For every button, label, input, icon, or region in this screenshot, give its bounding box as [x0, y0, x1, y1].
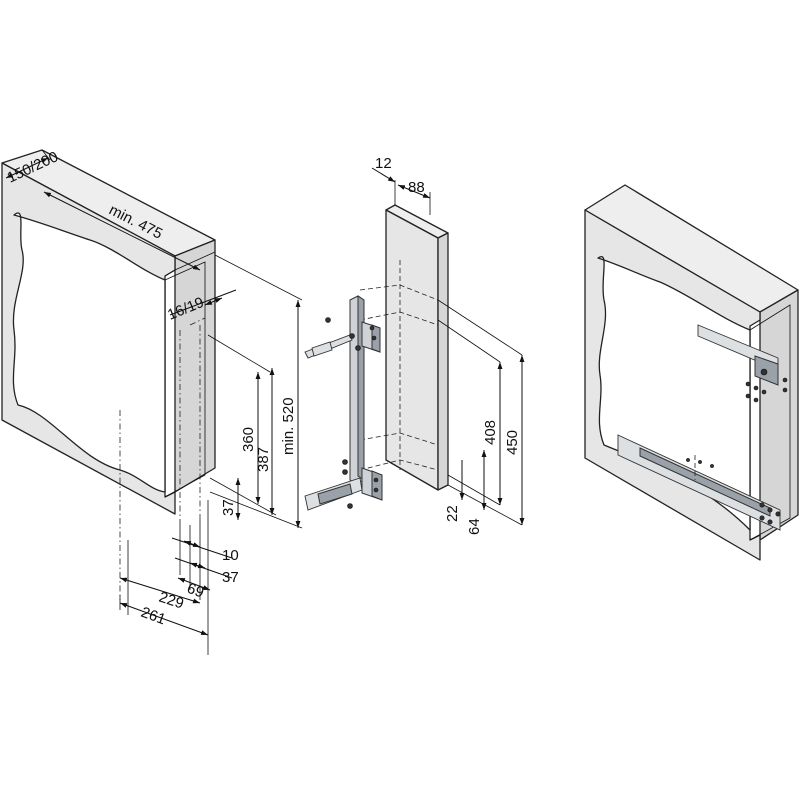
installed-view	[584, 184, 799, 561]
cabinet-notch	[164, 251, 216, 277]
screw-icon	[698, 460, 702, 464]
extension-line	[447, 474, 501, 506]
dim-line-150-200	[5, 157, 49, 179]
screw-icon	[710, 464, 714, 468]
label-408: 408	[482, 420, 499, 445]
label-450: 450	[504, 430, 521, 455]
screw-icon	[759, 502, 765, 508]
extension-line	[41, 149, 51, 161]
cabinet-inner-edge	[164, 261, 206, 498]
screws-lower	[686, 458, 781, 525]
screw-icon	[369, 325, 375, 331]
extension-line	[209, 477, 277, 516]
dim-line-min-475	[43, 191, 201, 271]
screw-icon	[745, 393, 751, 399]
label-69: 69	[185, 580, 206, 602]
screws-bottom	[342, 459, 379, 509]
screw-icon	[349, 333, 355, 339]
label-37-vertical: 37	[220, 499, 237, 516]
dim-line-88	[397, 184, 431, 199]
top-rail-end	[311, 341, 333, 357]
label-387: 387	[255, 447, 272, 472]
label-64: 64	[466, 518, 483, 535]
label-22: 22	[444, 505, 461, 522]
cabinet3-inner-edge	[749, 304, 791, 541]
extension-line	[437, 299, 523, 356]
dim-line-229	[119, 577, 201, 604]
label-360: 360	[240, 427, 257, 452]
front-panel-face	[385, 209, 439, 491]
label-88: 88	[408, 179, 425, 196]
screw-icon	[371, 335, 377, 341]
screw-icon	[373, 477, 379, 483]
extension-line	[437, 319, 501, 363]
dim-arrows-10	[183, 540, 201, 548]
screw-icon	[759, 515, 765, 521]
bottom-rail-runner	[317, 483, 353, 505]
screw-icon	[767, 519, 773, 525]
screw-icon	[753, 385, 759, 391]
screws-top	[325, 317, 377, 351]
dim-line-10	[171, 537, 233, 559]
screw-icon	[753, 397, 759, 403]
label-12: 12	[375, 155, 392, 172]
screws-upper	[745, 377, 788, 403]
extension-line	[209, 491, 303, 529]
cabinet-side-face	[174, 239, 216, 493]
cabinet-dimension-view: 150/200 min. 475 16/19 360 387 min. 520 …	[1, 148, 303, 655]
screw-icon	[342, 459, 348, 465]
screw-icon	[686, 458, 690, 462]
label-261: 261	[139, 604, 168, 629]
dim-line-12	[371, 167, 396, 183]
screw-icon	[325, 317, 331, 323]
label-10: 10	[222, 547, 239, 564]
screw-icon	[775, 511, 781, 517]
front-panel-edge	[437, 232, 449, 491]
screw-icon	[355, 345, 361, 351]
extension-line	[207, 334, 271, 373]
screw-icon	[782, 377, 788, 383]
screw-icon	[745, 381, 751, 387]
dim-line-261	[119, 602, 209, 636]
dim-line-16-19	[169, 289, 237, 316]
lower-rail-runner	[639, 447, 771, 517]
extension-line	[214, 254, 303, 301]
bottom-bracket-side	[371, 470, 383, 501]
label-37-horizontal: 37	[222, 569, 239, 586]
screw-icon	[373, 487, 379, 493]
pullout-unit-view: 12 88 408 450 22 64	[304, 155, 525, 535]
label-min-520: min. 520	[280, 397, 297, 455]
screw-icon	[761, 389, 767, 395]
screw-icon	[347, 503, 353, 509]
screw-icon	[342, 469, 348, 475]
screw-icon	[782, 387, 788, 393]
screw-icon	[760, 368, 768, 376]
dim-arrows-37-horizontal	[189, 562, 206, 569]
hidden-line	[189, 317, 206, 326]
screw-icon	[767, 507, 773, 513]
cabinet3-side-face	[759, 289, 799, 541]
dim-arrows-16-19	[204, 297, 223, 306]
